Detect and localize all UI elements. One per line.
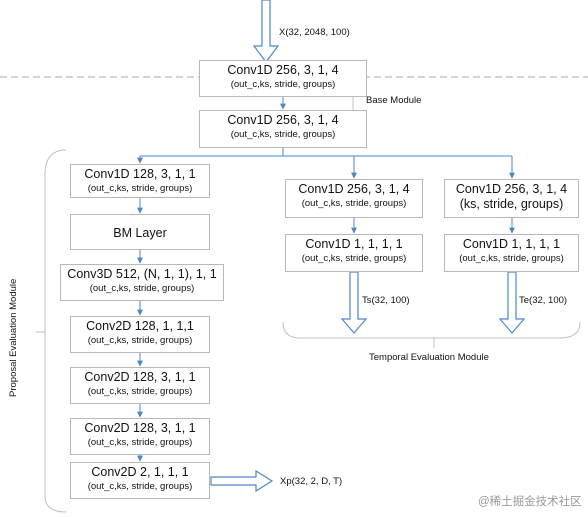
te-output-label: Te(32, 100) <box>519 295 568 306</box>
xp-output-label: Xp(32, 2, D, T) <box>280 476 343 487</box>
ts-output-label: Ts(32, 100) <box>362 295 410 306</box>
te-conv1d-2-title: Conv1D 1, 1, 1, 1 <box>462 237 561 251</box>
proposal-conv2d-box-3: Conv2D 128, 3, 1, 1 (out_c,ks, stride, g… <box>70 418 210 455</box>
ts-conv1d-1-title: Conv1D 256, 3, 1, 4 <box>298 182 410 196</box>
proposal-conv2d-3-params: (out_c,ks, stride, groups) <box>87 437 193 448</box>
proposal-conv2d-2-title: Conv2D 128, 3, 1, 1 <box>84 370 196 384</box>
te-conv1d-1-params: (ks, stride, groups) <box>459 197 564 211</box>
base-conv1d-2-title: Conv1D 256, 3, 1, 4 <box>227 113 339 127</box>
input-shape-label: X(32, 2048, 100) <box>279 27 350 38</box>
proposal-conv2d-2-params: (out_c,ks, stride, groups) <box>87 386 193 397</box>
proposal-conv2d-3-title: Conv2D 128, 3, 1, 1 <box>84 421 196 435</box>
base-conv1d-box-1: Conv1D 256, 3, 1, 4 (out_c,ks, stride, g… <box>199 60 367 97</box>
proposal-conv2d-4-params: (out_c,ks, stride, groups) <box>87 481 193 492</box>
proposal-conv3d-params: (out_c,ks, stride, groups) <box>89 283 195 294</box>
te-conv1d-2-params: (out_c,ks, stride, groups) <box>459 253 564 264</box>
proposal-conv2d-box-2: Conv2D 128, 3, 1, 1 (out_c,ks, stride, g… <box>70 367 210 404</box>
proposal-conv2d-1-params: (out_c,ks, stride, groups) <box>87 335 193 346</box>
proposal-conv1d-title: Conv1D 128, 3, 1, 1 <box>84 167 196 181</box>
bm-layer-title: BM Layer <box>113 226 167 240</box>
bm-layer-box: BM Layer <box>70 214 210 250</box>
ts-conv1d-2-params: (out_c,ks, stride, groups) <box>301 253 407 264</box>
temporal-module-label: Temporal Evaluation Module <box>369 352 489 363</box>
proposal-conv2d-box-1: Conv2D 128, 1, 1,1 (out_c,ks, stride, gr… <box>70 316 210 353</box>
watermark: @稀土掘金技术社区 <box>478 496 582 508</box>
proposal-conv3d-box: Conv3D 512, (N, 1, 1), 1, 1 (out_c,ks, s… <box>60 264 224 301</box>
base-conv1d-1-title: Conv1D 256, 3, 1, 4 <box>227 63 339 77</box>
ts-conv1d-1-params: (out_c,ks, stride, groups) <box>301 198 407 209</box>
input-arrow <box>252 0 280 63</box>
proposal-conv2d-1-title: Conv2D 128, 1, 1,1 <box>86 319 194 333</box>
proposal-conv1d-params: (out_c,ks, stride, groups) <box>87 183 193 194</box>
proposal-conv1d-box: Conv1D 128, 3, 1, 1 (out_c,ks, stride, g… <box>70 164 210 198</box>
base-conv1d-2-params: (out_c,ks, stride, groups) <box>230 129 336 140</box>
ts-output-arrow <box>340 271 368 334</box>
base-conv1d-1-params: (out_c,ks, stride, groups) <box>230 79 336 90</box>
proposal-conv2d-4-title: Conv2D 2, 1, 1, 1 <box>91 465 189 479</box>
te-conv1d-1-title: Conv1D 256, 3, 1, 4 <box>455 182 568 196</box>
te-output-arrow <box>498 271 526 334</box>
temporal-module-bracket <box>282 321 581 339</box>
ts-conv1d-2-title: Conv1D 1, 1, 1, 1 <box>305 237 403 251</box>
proposal-module-label: Proposal Evaluation Module <box>8 278 19 397</box>
ts-conv1d-box-2: Conv1D 1, 1, 1, 1 (out_c,ks, stride, gro… <box>285 234 423 272</box>
xp-output-arrow <box>210 469 274 493</box>
proposal-conv3d-title: Conv3D 512, (N, 1, 1), 1, 1 <box>67 267 217 281</box>
te-conv1d-box-2: Conv1D 1, 1, 1, 1 (out_c,ks, stride, gro… <box>444 234 579 272</box>
proposal-conv2d-box-4: Conv2D 2, 1, 1, 1 (out_c,ks, stride, gro… <box>70 462 210 499</box>
base-conv1d-box-2: Conv1D 256, 3, 1, 4 (out_c,ks, stride, g… <box>199 110 367 148</box>
base-module-label: Base Module <box>366 95 422 106</box>
ts-conv1d-box-1: Conv1D 256, 3, 1, 4 (out_c,ks, stride, g… <box>285 179 423 218</box>
te-conv1d-box-1: Conv1D 256, 3, 1, 4 (ks, stride, groups) <box>444 179 579 218</box>
proposal-module-bracket <box>44 149 67 513</box>
